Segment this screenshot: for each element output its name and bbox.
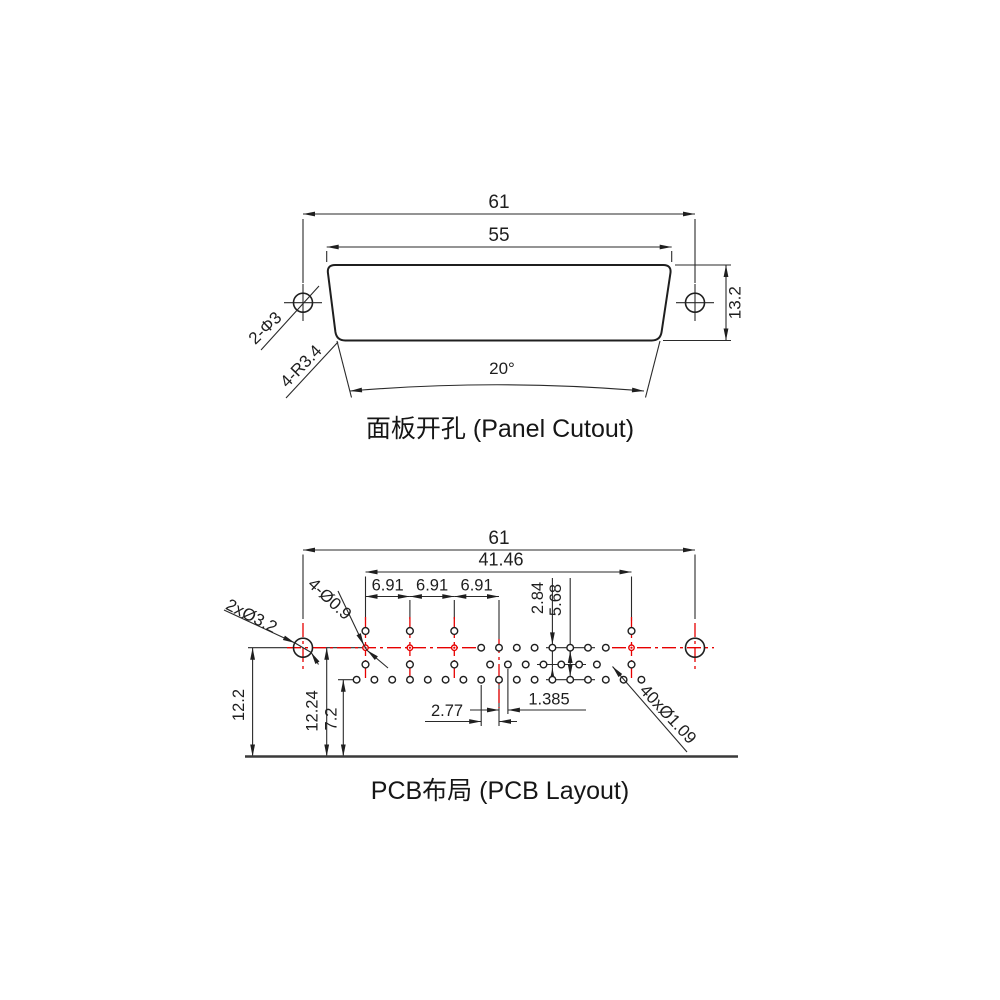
dim-pcb-overall-width: 61 [302,528,696,619]
dim-7-2-label: 7.2 [323,708,341,731]
coax-position-3 [450,626,459,669]
coax-position-4 [627,626,636,669]
dim-2-84-label: 2.84 [529,582,547,614]
dim-bottom-row-to-edge: 7.2 [323,679,353,757]
dim-mount-to-edge: 12.2 [230,647,292,757]
mounting-hole-left [284,284,322,321]
dim-55-label: 55 [488,225,509,246]
pcb-mounting-hole-left [292,637,314,659]
dim-12-24-label: 12.24 [304,690,322,731]
dim-5-68-label: 5.68 [547,584,565,616]
dim-cutout-width: 55 [326,225,673,262]
pcb-view-caption: PCB布局 (PCB Layout) [371,777,629,805]
pcb-layout-view: 61 41.46 6.91 6.91 6.91 [223,528,738,805]
signal-holes-middle-row [486,660,601,669]
pcb-mount-hole-label: 2xØ3.2 [223,595,280,637]
dim-flange-height: 13.2 [663,264,745,342]
coax-position-2 [405,626,415,669]
dim-6-91-label-2: 6.91 [416,577,448,595]
coax-hole-label: 4-Ø0.9 [304,574,355,623]
panel-hole-label: 2-Φ3 [245,308,286,348]
signal-holes-top-row [477,643,610,652]
leader-pcb-mounting-holes: 2xØ3.2 [223,595,320,665]
angle-dimension: 20° [336,340,661,398]
cutout-outline [326,264,672,342]
dim-pin-pitch: 2.77 [425,685,517,726]
dim-41-46-label: 41.46 [478,550,523,570]
dim-6-91-label-1: 6.91 [372,577,404,595]
dim-half-pitch: 1.385 [470,669,586,714]
dim-13-2-label: 13.2 [726,286,745,319]
angle-label: 20° [489,359,515,378]
dim-2-77-label: 2.77 [431,702,463,720]
dim-12-2-label: 12.2 [230,689,248,721]
pcb-mounting-hole-right [684,637,706,659]
dim-coax-span: 41.46 [364,550,633,621]
dim-6-91-label-3: 6.91 [461,577,493,595]
signal-hole-label: 40xØ1.09 [636,681,700,748]
dim-coax-pitch-chain: 6.91 6.91 6.91 [365,577,500,639]
dim-61-label: 61 [488,192,509,213]
panel-cutout-view: 61 55 13.2 2-Φ3 [245,192,745,443]
corner-radius-label: 4-R3.4 [276,341,325,391]
panel-view-caption: 面板开孔 (Panel Cutout) [366,415,634,443]
pcb-mounting-holes [292,637,706,659]
signal-holes-bottom-row [352,675,646,684]
leader-mounting-holes: 2-Φ3 [245,285,320,351]
dim-1-385-label: 1.385 [528,691,569,709]
dim-overall-width: 61 [302,192,696,283]
pcb-dim-61-label: 61 [488,528,509,549]
dim-row-to-edge: 12.24 [304,647,364,757]
leader-corner-radius: 4-R3.4 [276,341,339,399]
mounting-hole-right [676,284,714,321]
